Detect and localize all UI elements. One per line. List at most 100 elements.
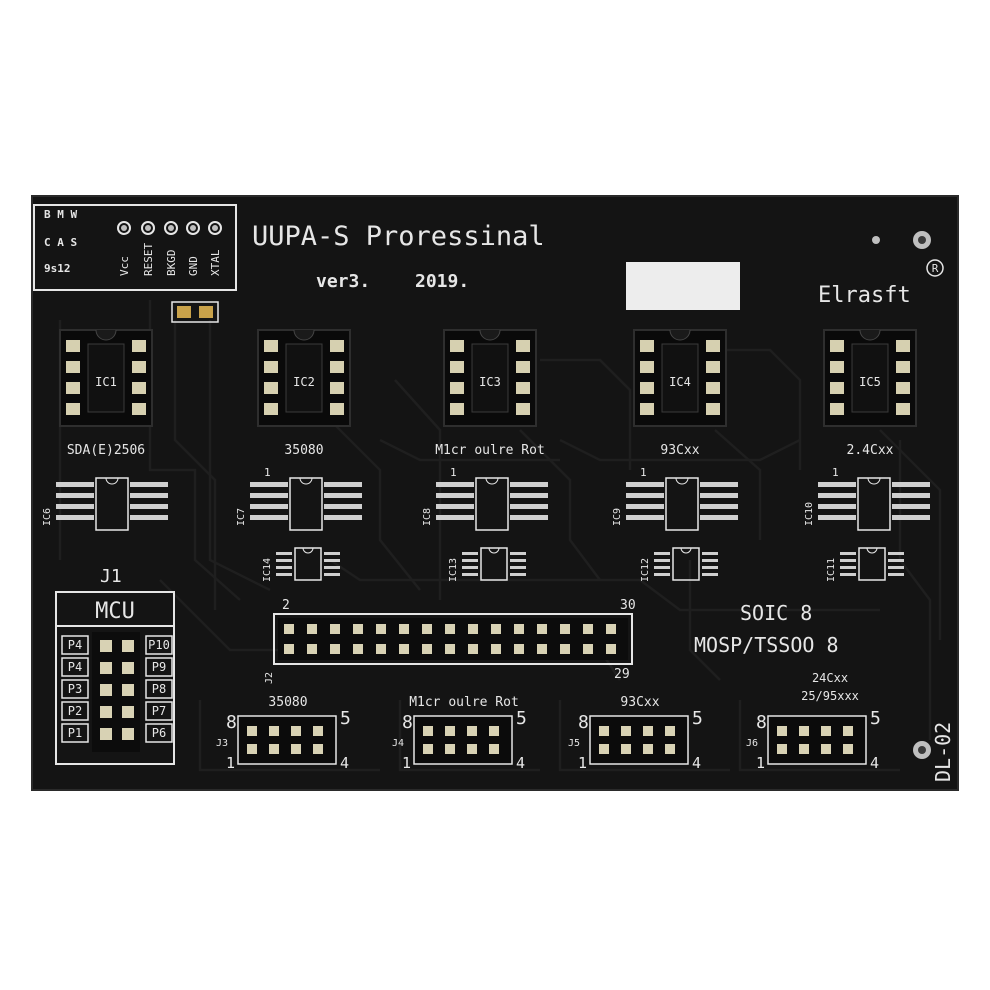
- socket-contact: [450, 382, 464, 394]
- mcu-pin-block: B M W C A S 9s12: [33, 204, 237, 291]
- header-pin: [467, 726, 477, 736]
- msop-pad: [276, 573, 292, 576]
- j2-ref: J2: [264, 672, 275, 684]
- header-pin: [665, 744, 675, 754]
- msop-pad: [654, 559, 670, 562]
- soic-pad: [700, 493, 738, 498]
- msop-pad: [510, 573, 526, 576]
- dip-ref: IC3: [479, 375, 501, 389]
- j1-pin-label: P2: [68, 704, 82, 718]
- soic-pad: [130, 515, 168, 520]
- soic-pad: [892, 482, 930, 487]
- msop-pad: [888, 573, 904, 576]
- soic-pad: [626, 493, 664, 498]
- package-label-soic: SOIC 8: [740, 601, 812, 625]
- soic-pad: [250, 515, 288, 520]
- socket-contact: [830, 403, 844, 415]
- msop-ref: IC14: [262, 558, 273, 582]
- j2-header-pin: [583, 624, 593, 634]
- brand-name: Elrasft: [818, 283, 911, 308]
- j1-header-pin: [100, 706, 112, 718]
- msop-pad: [654, 552, 670, 555]
- socket-contact: [450, 361, 464, 373]
- soic-pad: [818, 515, 856, 520]
- msop-pad: [702, 566, 718, 569]
- corner-pin-label: RESET: [142, 243, 155, 276]
- j1-pin-label: P7: [152, 704, 166, 718]
- msop-pad: [324, 573, 340, 576]
- msop-footprint-ic11: IC11: [826, 547, 904, 582]
- msop-pad: [702, 559, 718, 562]
- soic-ref: IC8: [422, 508, 433, 526]
- header-pin-8: 8: [402, 712, 413, 733]
- socket-contact: [66, 340, 80, 352]
- header-pin: [821, 726, 831, 736]
- header-pin: [643, 744, 653, 754]
- soic-pad: [818, 504, 856, 509]
- socket-contact: [516, 340, 530, 352]
- corner-row2: C A S: [44, 236, 77, 249]
- header-pin: [621, 744, 631, 754]
- msop-pad: [462, 559, 478, 562]
- header-pin-5: 5: [692, 708, 703, 729]
- msop-pad: [276, 566, 292, 569]
- corner-row1: B M W: [44, 208, 77, 221]
- socket-contact: [706, 382, 720, 394]
- soic-pad: [250, 493, 288, 498]
- header-pin-1: 1: [756, 754, 765, 772]
- socket-contact: [830, 361, 844, 373]
- j2-header-pin: [606, 624, 616, 634]
- dip-label: 93Cxx: [660, 443, 699, 458]
- j2-pin-30: 30: [620, 598, 636, 613]
- socket-contact: [640, 361, 654, 373]
- j1-pin-label: P9: [152, 660, 166, 674]
- header-pin-1: 1: [402, 754, 411, 772]
- header-pin: [599, 744, 609, 754]
- socket-contact: [640, 403, 654, 415]
- soic-pin1: 1: [264, 466, 271, 479]
- header-pin-4: 4: [692, 754, 701, 772]
- j1-header-pin: [122, 640, 134, 652]
- dip-ref: IC4: [669, 375, 691, 389]
- header-label: 35080: [268, 695, 307, 710]
- soic-pad: [324, 482, 362, 487]
- solder-jumper: [171, 301, 219, 323]
- soic-pad: [700, 482, 738, 487]
- socket-contact: [330, 361, 344, 373]
- header-ref: J4: [392, 738, 404, 749]
- header-ref: J6: [746, 738, 758, 749]
- corner-pin-label: BKGD: [165, 250, 178, 277]
- j1-header-pin: [100, 640, 112, 652]
- msop-pad: [510, 566, 526, 569]
- soic-pad: [818, 482, 856, 487]
- soic-pad: [510, 504, 548, 509]
- soic-pad: [130, 482, 168, 487]
- j1-ref: J1: [100, 566, 122, 587]
- corner-pin-pad: [141, 221, 155, 235]
- j2-header-pin: [399, 624, 409, 634]
- j2-header-pin: [606, 644, 616, 654]
- soic-pad: [324, 493, 362, 498]
- pcb-substrate: [32, 196, 958, 790]
- socket-contact: [66, 361, 80, 373]
- socket-contact: [640, 340, 654, 352]
- soic-pad: [130, 504, 168, 509]
- soic-pad: [324, 515, 362, 520]
- header-pin: [313, 726, 323, 736]
- header-pin: [247, 726, 257, 736]
- msop-pad: [324, 552, 340, 555]
- j1-header-pin: [122, 728, 134, 740]
- header-pin: [777, 726, 787, 736]
- j2-header-pin: [376, 644, 386, 654]
- msop-ref: IC13: [448, 558, 459, 582]
- msop-pad: [702, 552, 718, 555]
- soic-ref: IC10: [804, 502, 815, 526]
- corner-pin-label: GND: [187, 256, 200, 276]
- msop-pad: [324, 566, 340, 569]
- socket-contact: [330, 382, 344, 394]
